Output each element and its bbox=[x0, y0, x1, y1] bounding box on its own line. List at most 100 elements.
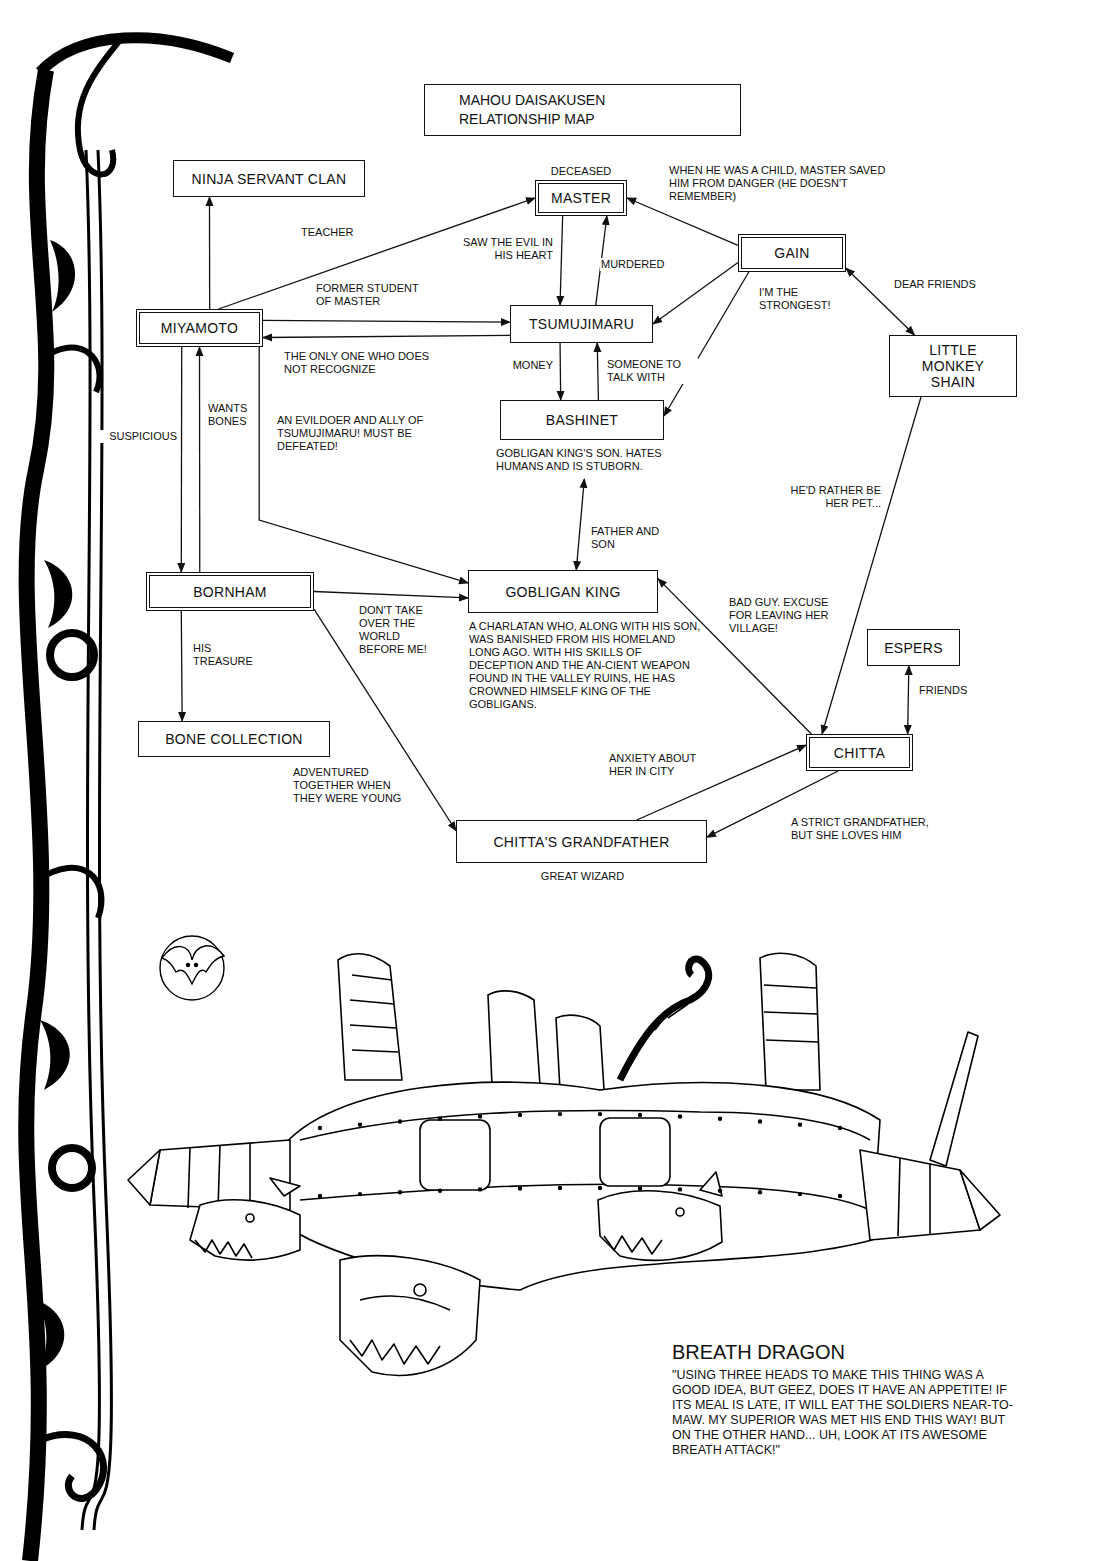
relation-arrow bbox=[627, 198, 738, 245]
edge-label: BAD GUY. EXCUSE FOR LEAVING HER VILLAGE! bbox=[728, 596, 842, 635]
illustration-part bbox=[150, 1140, 290, 1210]
rivet bbox=[638, 1113, 642, 1117]
character-box: DECEASEDMASTER bbox=[535, 180, 627, 216]
box-label: ESPERS bbox=[884, 640, 943, 656]
illustration-part bbox=[420, 1120, 490, 1190]
bat-emblem bbox=[160, 936, 224, 1000]
edge-label: FRIENDS bbox=[918, 684, 980, 697]
box-label: MIYAMOTO bbox=[161, 320, 238, 336]
rivet bbox=[558, 1112, 562, 1116]
vine-leaf bbox=[36, 240, 75, 1370]
character-box: GAIN bbox=[738, 234, 846, 272]
relation-arrow bbox=[822, 397, 921, 734]
illustration-part bbox=[960, 1170, 1000, 1230]
rivet bbox=[558, 1186, 562, 1190]
character-box: CHITTA bbox=[806, 734, 913, 771]
edge-label: SOMEONE TO TALK WITH bbox=[606, 358, 698, 384]
rivet bbox=[638, 1186, 642, 1190]
rivet bbox=[398, 1119, 402, 1123]
edge-label: MURDERED bbox=[600, 258, 677, 271]
edge-label: I'M THE STRONGEST! bbox=[758, 286, 840, 312]
edge-label: TEACHER bbox=[300, 226, 382, 239]
rivet bbox=[718, 1188, 722, 1192]
relation-arrow bbox=[259, 347, 468, 583]
relation-arrow bbox=[908, 666, 909, 734]
illustration-part bbox=[350, 975, 398, 1052]
illustration-part bbox=[598, 1191, 722, 1261]
relation-arrow bbox=[263, 320, 510, 322]
edge-label: DEAR FRIENDS bbox=[893, 278, 995, 291]
illustration-part bbox=[600, 1118, 670, 1186]
illustration-caption: "USING THREE HEADS TO MAKE THIS THING WA… bbox=[672, 1368, 1017, 1458]
box-label: TSUMUJIMARU bbox=[529, 316, 634, 332]
illustration-part bbox=[604, 1236, 662, 1254]
box-label: CHITTA bbox=[834, 745, 885, 761]
relation-arrow bbox=[314, 592, 468, 598]
illustration-part bbox=[764, 985, 818, 1042]
illustration-part bbox=[40, 1435, 104, 1499]
relation-box: BASHINETGOBLIGAN KING'S SON. HATES HUMAN… bbox=[500, 400, 664, 440]
illustration-part bbox=[40, 348, 99, 392]
rivet bbox=[518, 1186, 522, 1190]
rivet bbox=[318, 1126, 322, 1130]
illustration-part bbox=[760, 953, 820, 1090]
relation-arrow bbox=[181, 611, 183, 721]
rivet bbox=[478, 1114, 482, 1118]
relation-arrow bbox=[653, 263, 738, 325]
illustration-part bbox=[655, 990, 700, 1030]
edge-label: FATHER AND SON bbox=[590, 525, 662, 551]
illustration-title: BREATH DRAGON bbox=[672, 1340, 992, 1364]
box-note: A CHARLATAN WHO, ALONG WITH HIS SON, WAS… bbox=[469, 620, 701, 711]
rivet bbox=[518, 1113, 522, 1117]
edge-label: FORMER STUDENT OF MASTER bbox=[315, 282, 437, 308]
illustration-part bbox=[44, 560, 72, 628]
illustration-part bbox=[676, 1208, 684, 1216]
box-note: GREAT WIZARD bbox=[457, 870, 708, 883]
illustration-part bbox=[162, 946, 224, 984]
illustration-part bbox=[50, 240, 75, 312]
vine-border bbox=[26, 38, 232, 1561]
illustration-part bbox=[246, 1214, 254, 1222]
relation-box: BONE COLLECTION bbox=[138, 721, 330, 757]
relation-box: TSUMUJIMARU bbox=[510, 305, 653, 343]
rivet bbox=[358, 1122, 362, 1126]
box-label: NINJA SERVANT CLAN bbox=[192, 171, 347, 187]
relation-box: ESPERS bbox=[867, 629, 960, 666]
edge-label: ANXIETY ABOUT HER IN CITY bbox=[608, 752, 715, 778]
illustration-part bbox=[300, 1184, 870, 1210]
box-label: BONE COLLECTION bbox=[165, 731, 303, 747]
rivet bbox=[798, 1122, 802, 1126]
box-note: DECEASED bbox=[509, 165, 653, 178]
rivet bbox=[478, 1187, 482, 1191]
box-label: CHITTA'S GRANDFATHER bbox=[493, 834, 669, 850]
illustration-part bbox=[40, 38, 232, 72]
illustration-part bbox=[860, 1150, 980, 1240]
edge-label: A STRICT GRANDFATHER, BUT SHE LOVES HIM bbox=[790, 816, 952, 842]
illustration-part bbox=[700, 1172, 722, 1196]
edge-label: WANTS BONES bbox=[207, 402, 255, 428]
relation-arrow bbox=[199, 347, 201, 572]
illustration-part bbox=[898, 1158, 930, 1236]
rivet bbox=[758, 1190, 762, 1194]
illustration-part bbox=[52, 1148, 92, 1188]
illustration-part bbox=[190, 1200, 300, 1260]
edge-label: SAW THE EVIL IN HIS HEART bbox=[452, 236, 554, 262]
illustration-part bbox=[50, 633, 94, 677]
edge-label: HE'D RATHER BE HER PET... bbox=[788, 484, 882, 510]
illustration-part bbox=[338, 954, 402, 1080]
box-label: MASTER bbox=[551, 190, 611, 206]
illustration-part bbox=[195, 964, 198, 967]
relation-arrow bbox=[559, 343, 561, 400]
relation-box: LITTLE MONKEY SHAIN bbox=[889, 335, 1017, 397]
relation-arrow bbox=[597, 343, 598, 400]
edge-label: WHEN HE WAS A CHILD, MASTER SAVED HIM FR… bbox=[668, 164, 892, 203]
illustration-part bbox=[270, 1178, 300, 1196]
illustration-part bbox=[128, 1150, 160, 1205]
edge-label: MONEY bbox=[500, 359, 554, 372]
dragon-illustration bbox=[128, 953, 1000, 1375]
rivet bbox=[358, 1192, 362, 1196]
illustration-part bbox=[620, 959, 709, 1080]
character-box: MIYAMOTO bbox=[136, 309, 263, 347]
illustration-part bbox=[300, 1110, 870, 1140]
